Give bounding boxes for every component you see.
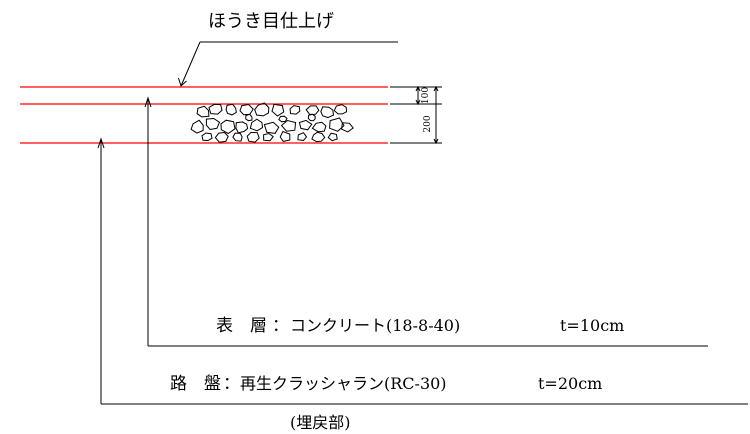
gravel-stone bbox=[307, 113, 316, 122]
dim-arrow bbox=[415, 85, 421, 92]
dimension-lines: 100 200 bbox=[390, 85, 442, 145]
gravel-stone bbox=[329, 117, 345, 132]
gravel-stone bbox=[245, 113, 253, 122]
gravel-stone bbox=[311, 131, 326, 143]
gravel-stone bbox=[311, 121, 327, 133]
surface-thickness: t=10cm bbox=[560, 316, 624, 335]
gravel-stone bbox=[214, 131, 229, 143]
gravel-stone bbox=[320, 106, 335, 119]
base-arrowhead bbox=[97, 137, 105, 149]
gravel-stone bbox=[232, 132, 243, 142]
gravel-stone bbox=[280, 119, 297, 132]
gravel-stone bbox=[246, 131, 260, 143]
gravel-stone bbox=[341, 122, 354, 133]
gravel-stone bbox=[297, 132, 308, 142]
gravel-stone bbox=[205, 117, 221, 131]
crushed-stone-hatch bbox=[190, 102, 354, 143]
gravel-stone bbox=[263, 132, 274, 142]
backfill-note: (埋戻部) bbox=[290, 413, 351, 432]
gravel-stone bbox=[201, 132, 213, 142]
base-leader: 路 盤 ： 再生クラッシャラン(RC-30) t=20cm (埋戻部) bbox=[97, 137, 748, 432]
finish-leader-arrow bbox=[180, 41, 201, 87]
dim-label-100: 100 bbox=[421, 87, 431, 104]
surface-separator: ： bbox=[272, 316, 289, 336]
gravel-stone bbox=[239, 103, 254, 116]
gravel-stone bbox=[220, 119, 236, 135]
gravel-stone bbox=[279, 130, 291, 142]
dim-arrow bbox=[433, 85, 439, 92]
gravel-stone bbox=[254, 102, 270, 117]
gravel-stone bbox=[278, 115, 288, 123]
dim-label-200: 200 bbox=[423, 115, 433, 132]
dim-arrow bbox=[433, 138, 439, 145]
gravel-stone bbox=[298, 119, 313, 131]
gravel-stone bbox=[190, 119, 204, 134]
finish-note-label: ほうき目仕上げ bbox=[208, 11, 334, 32]
gravel-stone bbox=[305, 105, 320, 115]
base-layer-name: 路 盤 bbox=[170, 374, 221, 394]
gravel-stone bbox=[327, 132, 338, 142]
gravel-stone bbox=[333, 104, 348, 115]
gravel-stone bbox=[249, 118, 264, 132]
gravel-stone bbox=[208, 103, 223, 115]
base-material: 再生クラッシャラン(RC-30) bbox=[240, 374, 447, 393]
finish-arrowhead bbox=[178, 77, 187, 87]
layer-lines bbox=[20, 86, 388, 144]
surface-arrowhead bbox=[144, 96, 152, 108]
gravel-stone bbox=[196, 105, 210, 118]
base-separator: ： bbox=[223, 374, 240, 394]
surface-leader: 表 層 ： コンクリート(18-8-40) t=10cm bbox=[144, 96, 708, 347]
gravel-stone bbox=[263, 121, 280, 134]
gravel-stone bbox=[235, 121, 249, 134]
gravel-stone bbox=[225, 103, 237, 116]
surface-layer-name: 表 層 bbox=[216, 316, 267, 336]
gravel-stone bbox=[271, 103, 285, 117]
base-thickness: t=20cm bbox=[538, 374, 602, 393]
finish-leader: ほうき目仕上げ bbox=[178, 11, 398, 87]
gravel-stone bbox=[289, 105, 301, 115]
surface-material: コンクリート(18-8-40) bbox=[290, 316, 460, 335]
dim-arrow bbox=[415, 99, 421, 106]
